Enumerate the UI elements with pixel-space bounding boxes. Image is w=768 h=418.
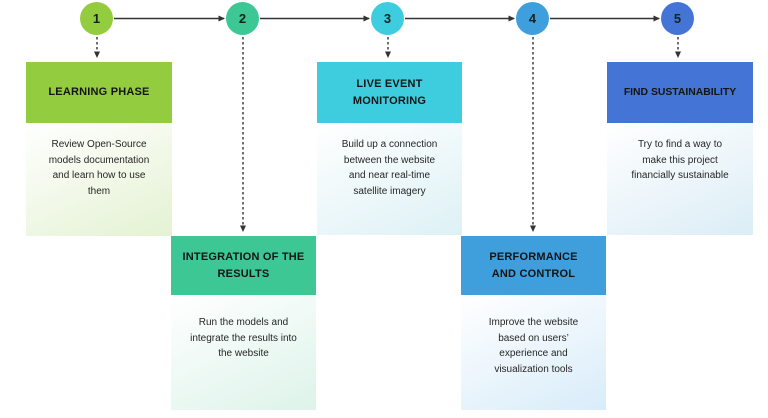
step-circle-4: 4 (516, 2, 549, 35)
step-title: INTEGRATION OF THE RESULTS (171, 236, 316, 295)
step-card-live-event-monitoring: LIVE EVENT MONITORING Build up a connect… (317, 62, 462, 235)
step-circle-3: 3 (371, 2, 404, 35)
step-description: Build up a connection between the websit… (317, 123, 462, 235)
step-circle-5: 5 (661, 2, 694, 35)
step-title: LEARNING PHASE (26, 62, 172, 123)
step-circle-2: 2 (226, 2, 259, 35)
step-title: PERFORMANCE AND CONTROL (461, 236, 606, 295)
step-title: LIVE EVENT MONITORING (317, 62, 462, 123)
step-card-find-sustainability: FIND SUSTAINABILITY Try to find a way to… (607, 62, 753, 235)
step-title: FIND SUSTAINABILITY (607, 62, 753, 123)
step-card-learning-phase: LEARNING PHASE Review Open-Source models… (26, 62, 172, 236)
step-description: Review Open-Source models documentation … (26, 123, 172, 236)
step-circle-1: 1 (80, 2, 113, 35)
step-description: Try to find a way to make this project f… (607, 123, 753, 235)
step-card-performance-and-control: PERFORMANCE AND CONTROL Improve the webs… (461, 236, 606, 410)
step-description: Run the models and integrate the results… (171, 295, 316, 410)
step-description: Improve the website based on users’ expe… (461, 295, 606, 410)
step-card-integration-of-the-results: INTEGRATION OF THE RESULTS Run the model… (171, 236, 316, 410)
